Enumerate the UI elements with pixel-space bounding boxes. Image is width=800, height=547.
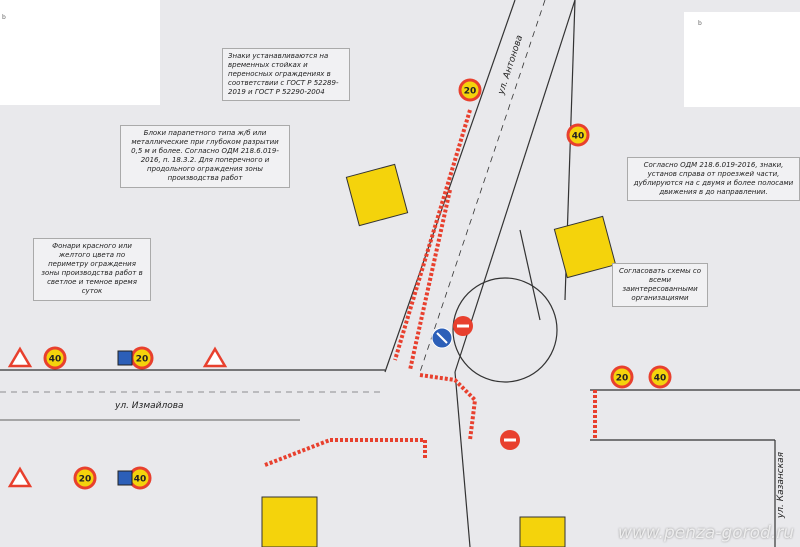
sign-speed: 20 [610,365,634,389]
work-zones [261,163,617,547]
note-duplicated-signs: Согласно ОДМ 218.6.019-2016, знаки, уста… [627,157,800,202]
sign-warning [7,346,33,368]
sign-warning [202,346,228,368]
sign-speed: 40 [566,123,590,147]
watermark: www.penza-gorod.ru [617,523,794,543]
note-signs-installation: Знаки устанавливаются на временных стойк… [222,48,350,102]
sign-speed: 40 [128,466,152,490]
corner-mark: b [2,14,6,21]
speed-limit-value: 40 [654,374,667,384]
speed-limit-value: 20 [136,355,149,365]
note-parapet-blocks: Блоки парапетного типа ж/б или металличе… [120,125,290,188]
sign-speed: 20 [458,78,482,102]
street-label-kazanskaya: ул. Казанская [776,451,787,519]
barriers [264,109,597,467]
note-lamps: Фонари красного или желтого цвета по пер… [33,238,151,301]
speed-limit-value: 20 [79,475,92,485]
sign-speed: 20 [130,346,154,370]
sign-speed: 20 [73,466,97,490]
sign-blue-circle [431,327,453,349]
sign-blue-square [117,470,133,486]
sign-warning [7,466,33,488]
sign-no-entry [500,430,520,450]
road-signs: 40 20 20 40 20 40 20 40 [7,78,672,490]
street-label-izmailova: ул. Измайлова [115,401,184,411]
speed-limit-value: 40 [49,355,62,365]
blank-area-right: b [684,12,800,107]
sign-speed: 40 [43,346,67,370]
sign-blue-square [117,350,133,366]
sign-speed: 40 [648,365,672,389]
speed-limit-value: 40 [572,132,585,142]
corner-mark: b [698,20,702,27]
note-agree-scheme: Согласовать схемы со всеми заинтересован… [612,263,708,308]
sign-no-entry [453,316,473,336]
speed-limit-value: 20 [464,87,477,97]
blank-area-left: b [0,0,160,105]
speed-limit-value: 20 [616,374,629,384]
speed-limit-value: 40 [134,475,147,485]
